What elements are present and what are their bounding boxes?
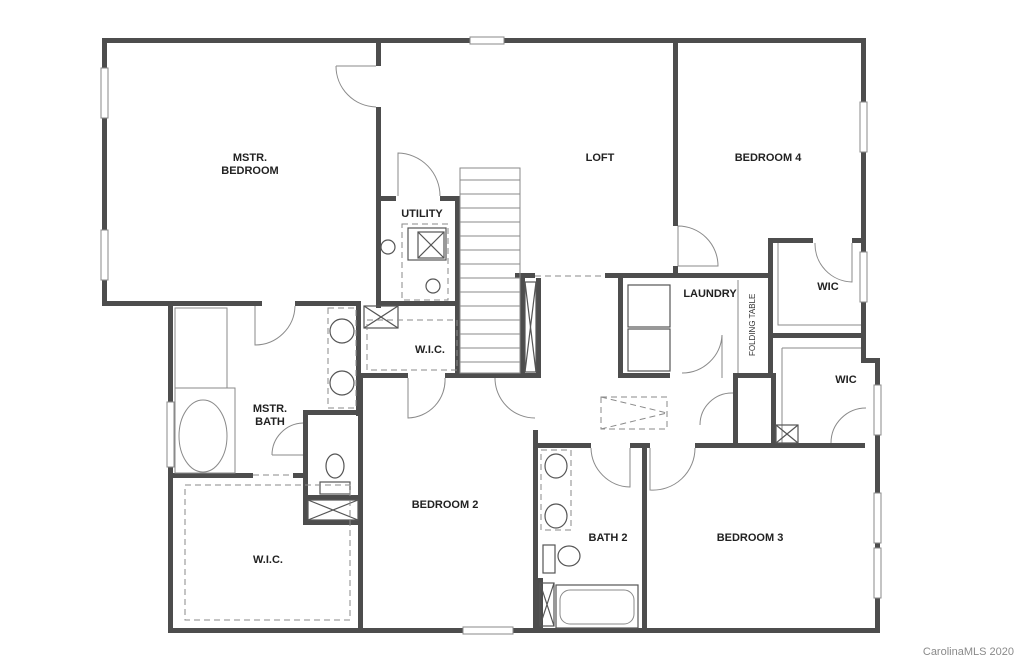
room-label-bedroom-3: BEDROOM 3: [716, 532, 784, 544]
room-label-master-wic: W.I.C.: [253, 554, 283, 566]
windows: [100, 36, 882, 635]
room-label-utility: UTILITY: [401, 208, 443, 220]
room-label-bedroom-4: BEDROOM 4: [734, 152, 802, 164]
watermark-credit: CarolinaMLS 2020: [922, 646, 1014, 658]
staircase: [459, 167, 605, 374]
fixtures: [174, 223, 861, 629]
room-label-laundry: LAUNDRY: [683, 288, 737, 300]
room-label-upper-wic: W.I.C.: [415, 344, 445, 356]
room-label-bedroom-2: BEDROOM 2: [411, 499, 479, 511]
room-label-bath-2: BATH 2: [588, 532, 628, 544]
room-label-bedroom3-wic: WIC: [835, 374, 857, 386]
room-label-master-bath: MSTR. BATH: [252, 403, 288, 428]
interior-walls: [173, 38, 866, 633]
door-swings: [254, 65, 867, 491]
room-label-bedroom4-wic: WIC: [817, 281, 839, 293]
label-folding-table: FOLDING TABLE: [748, 293, 757, 356]
room-label-master-bedroom: MSTR. BEDROOM: [221, 152, 279, 177]
room-label-loft: LOFT: [585, 152, 615, 164]
